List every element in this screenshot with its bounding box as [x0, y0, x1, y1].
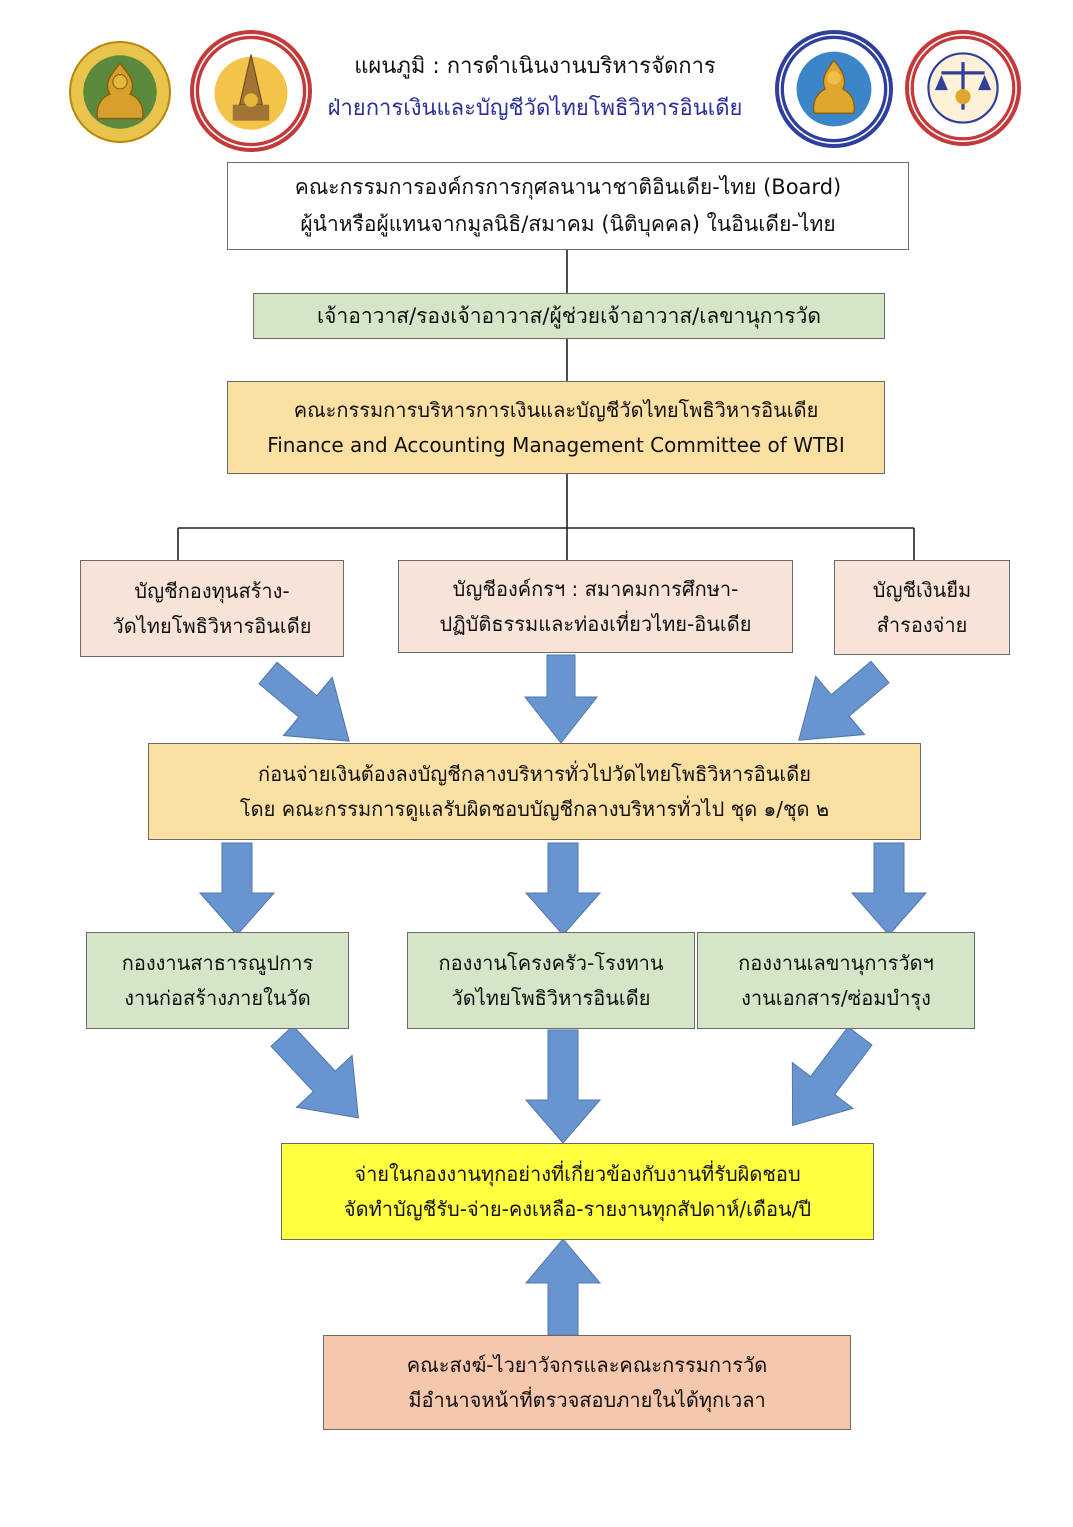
central-line2: โดย คณะกรรมการดูแลรับผิดชอบบัญชีกลางบริห… [239, 796, 830, 821]
finance-committee-box: คณะกรรมการบริหารการเงินและบัญชีวัดไทยโพธ… [227, 381, 885, 474]
logo-thai-india-education-association [775, 30, 893, 148]
globe-buddha-seal-icon [780, 35, 888, 143]
buddha-seal-icon [69, 41, 171, 143]
arrow-central-right [850, 842, 928, 936]
division-line1: กองงานสาธารณูปการ [121, 950, 314, 975]
payment-line2: จัดทำบัญชีรับ-จ่าย-คงเหลือ-รายงานทุกสัปด… [343, 1196, 812, 1221]
temple-seal-icon [195, 35, 307, 147]
arrow-audit-up [524, 1238, 602, 1336]
chart-subtitle: ฝ่ายการเงินและบัญชีวัดไทยโพธิวิหารอินเดี… [327, 96, 743, 121]
board-line1: คณะกรรมการองค์กรการกุศลนานาชาติอินเดีย-ไ… [294, 175, 842, 200]
account-line1: บัญชีกองทุนสร้าง- [134, 578, 290, 603]
justice-scale-seal-icon [910, 35, 1016, 141]
board-line2: ผู้นำหรือผู้แทนจากมูลนิธิ/สมาคม (นิติบุค… [300, 212, 836, 236]
audit-line1: คณะสงฆ์-ไวยาวัจกรและคณะกรรมการวัด [406, 1352, 768, 1377]
division-box-kitchen: กองงานโครงครัว-โรงทาน วัดไทยโพธิวิหารอิน… [407, 932, 695, 1029]
division-line2: วัดไทยโพธิวิหารอินเดีย [451, 985, 651, 1010]
arrow-division-right [791, 1026, 873, 1127]
arrow-account-center [523, 654, 599, 744]
logo-indo-thai-meditation-centre [190, 30, 312, 152]
audit-line2: มีอำนาจหน้าที่ตรวจสอบภายในได้ทุกเวลา [408, 1387, 766, 1412]
division-box-public-works: กองงานสาธารณูปการ งานก่อสร้างภายในวัด [86, 932, 349, 1029]
committee-line2: Finance and Accounting Management Commit… [267, 432, 845, 457]
payment-box: จ่ายในกองงานทุกอย่างที่เกี่ยวข้องกับงานท… [281, 1143, 874, 1240]
account-line1: บัญชีองค์กรฯ : สมาคมการศึกษา- [452, 576, 739, 601]
arrow-division-center [524, 1029, 602, 1144]
central-ledger-box: ก่อนจ่ายเงินต้องลงบัญชีกลางบริหารทั่วไปว… [148, 743, 921, 840]
account-box-loan-reserve: บัญชีเงินยืม สำรองจ่าย [834, 560, 1010, 655]
central-line1: ก่อนจ่ายเงินต้องลงบัญชีกลางบริหารทั่วไปว… [258, 761, 811, 786]
arrow-division-left [270, 1025, 359, 1119]
board-box: คณะกรรมการองค์กรการกุศลนานาชาติอินเดีย-ไ… [227, 162, 909, 250]
logo-niti-dhammabhansa-association [905, 30, 1021, 146]
account-box-association: บัญชีองค์กรฯ : สมาคมการศึกษา- ปฏิบัติธรร… [398, 560, 793, 653]
division-line2: งานเอกสาร/ซ่อมบำรุง [741, 985, 931, 1010]
division-line1: กองงานเลขานุการวัดฯ [738, 950, 934, 975]
account-line2: วัดไทยโพธิวิหารอินเดีย [112, 613, 312, 638]
abbot-box: เจ้าอาวาส/รองเจ้าอาวาส/ผู้ช่วยเจ้าอาวาส/… [253, 293, 885, 339]
division-box-secretariat: กองงานเลขานุการวัดฯ งานเอกสาร/ซ่อมบำรุง [697, 932, 975, 1029]
account-box-construction-fund: บัญชีกองทุนสร้าง- วัดไทยโพธิวิหารอินเดีย [80, 560, 344, 657]
account-line1: บัญชีเงินยืม [872, 577, 972, 602]
logo-wat-thai-bodhivihar [66, 38, 174, 146]
abbot-line1: เจ้าอาวาส/รองเจ้าอาวาส/ผู้ช่วยเจ้าอาวาส/… [316, 303, 822, 328]
account-line2: สำรองจ่าย [876, 612, 968, 637]
division-line1: กองงานโครงครัว-โรงทาน [438, 950, 664, 975]
chart-title: แผนภูมิ : การดำเนินงานบริหารจัดการ [354, 54, 716, 79]
arrow-central-center [524, 842, 602, 936]
division-line2: งานก่อสร้างภายในวัด [124, 985, 311, 1010]
audit-box: คณะสงฆ์-ไวยาวัจกรและคณะกรรมการวัด มีอำนา… [323, 1335, 851, 1430]
committee-line1: คณะกรรมการบริหารการเงินและบัญชีวัดไทยโพธ… [293, 397, 819, 422]
account-line2: ปฏิบัติธรรมและท่องเที่ยวไทย-อินเดีย [439, 611, 752, 636]
arrow-central-left [198, 842, 276, 936]
payment-line1: จ่ายในกองงานทุกอย่างที่เกี่ยวข้องกับงานท… [354, 1161, 801, 1186]
